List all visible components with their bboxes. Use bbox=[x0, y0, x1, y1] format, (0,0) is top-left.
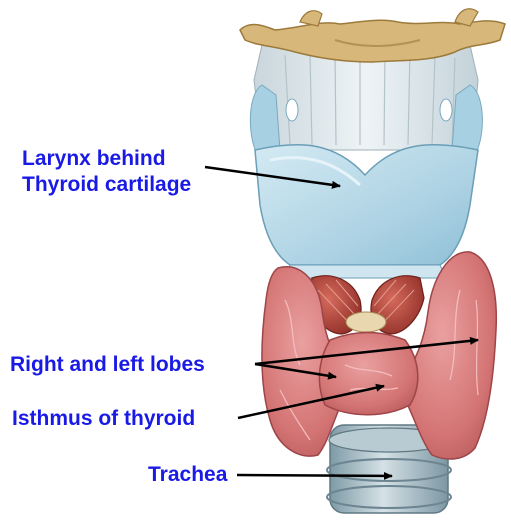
larynx-label-line2: Thyroid cartilage bbox=[22, 172, 191, 198]
lobes-label: Right and left lobes bbox=[10, 352, 205, 378]
trachea-label: Trachea bbox=[148, 462, 227, 488]
cricothyroid-muscles bbox=[308, 276, 424, 334]
larynx-label-line1: Larynx behind bbox=[22, 146, 166, 172]
thyroid-cartilage bbox=[255, 145, 478, 278]
trachea-arrow bbox=[237, 475, 392, 476]
isthmus-label: Isthmus of thyroid bbox=[12, 406, 195, 432]
